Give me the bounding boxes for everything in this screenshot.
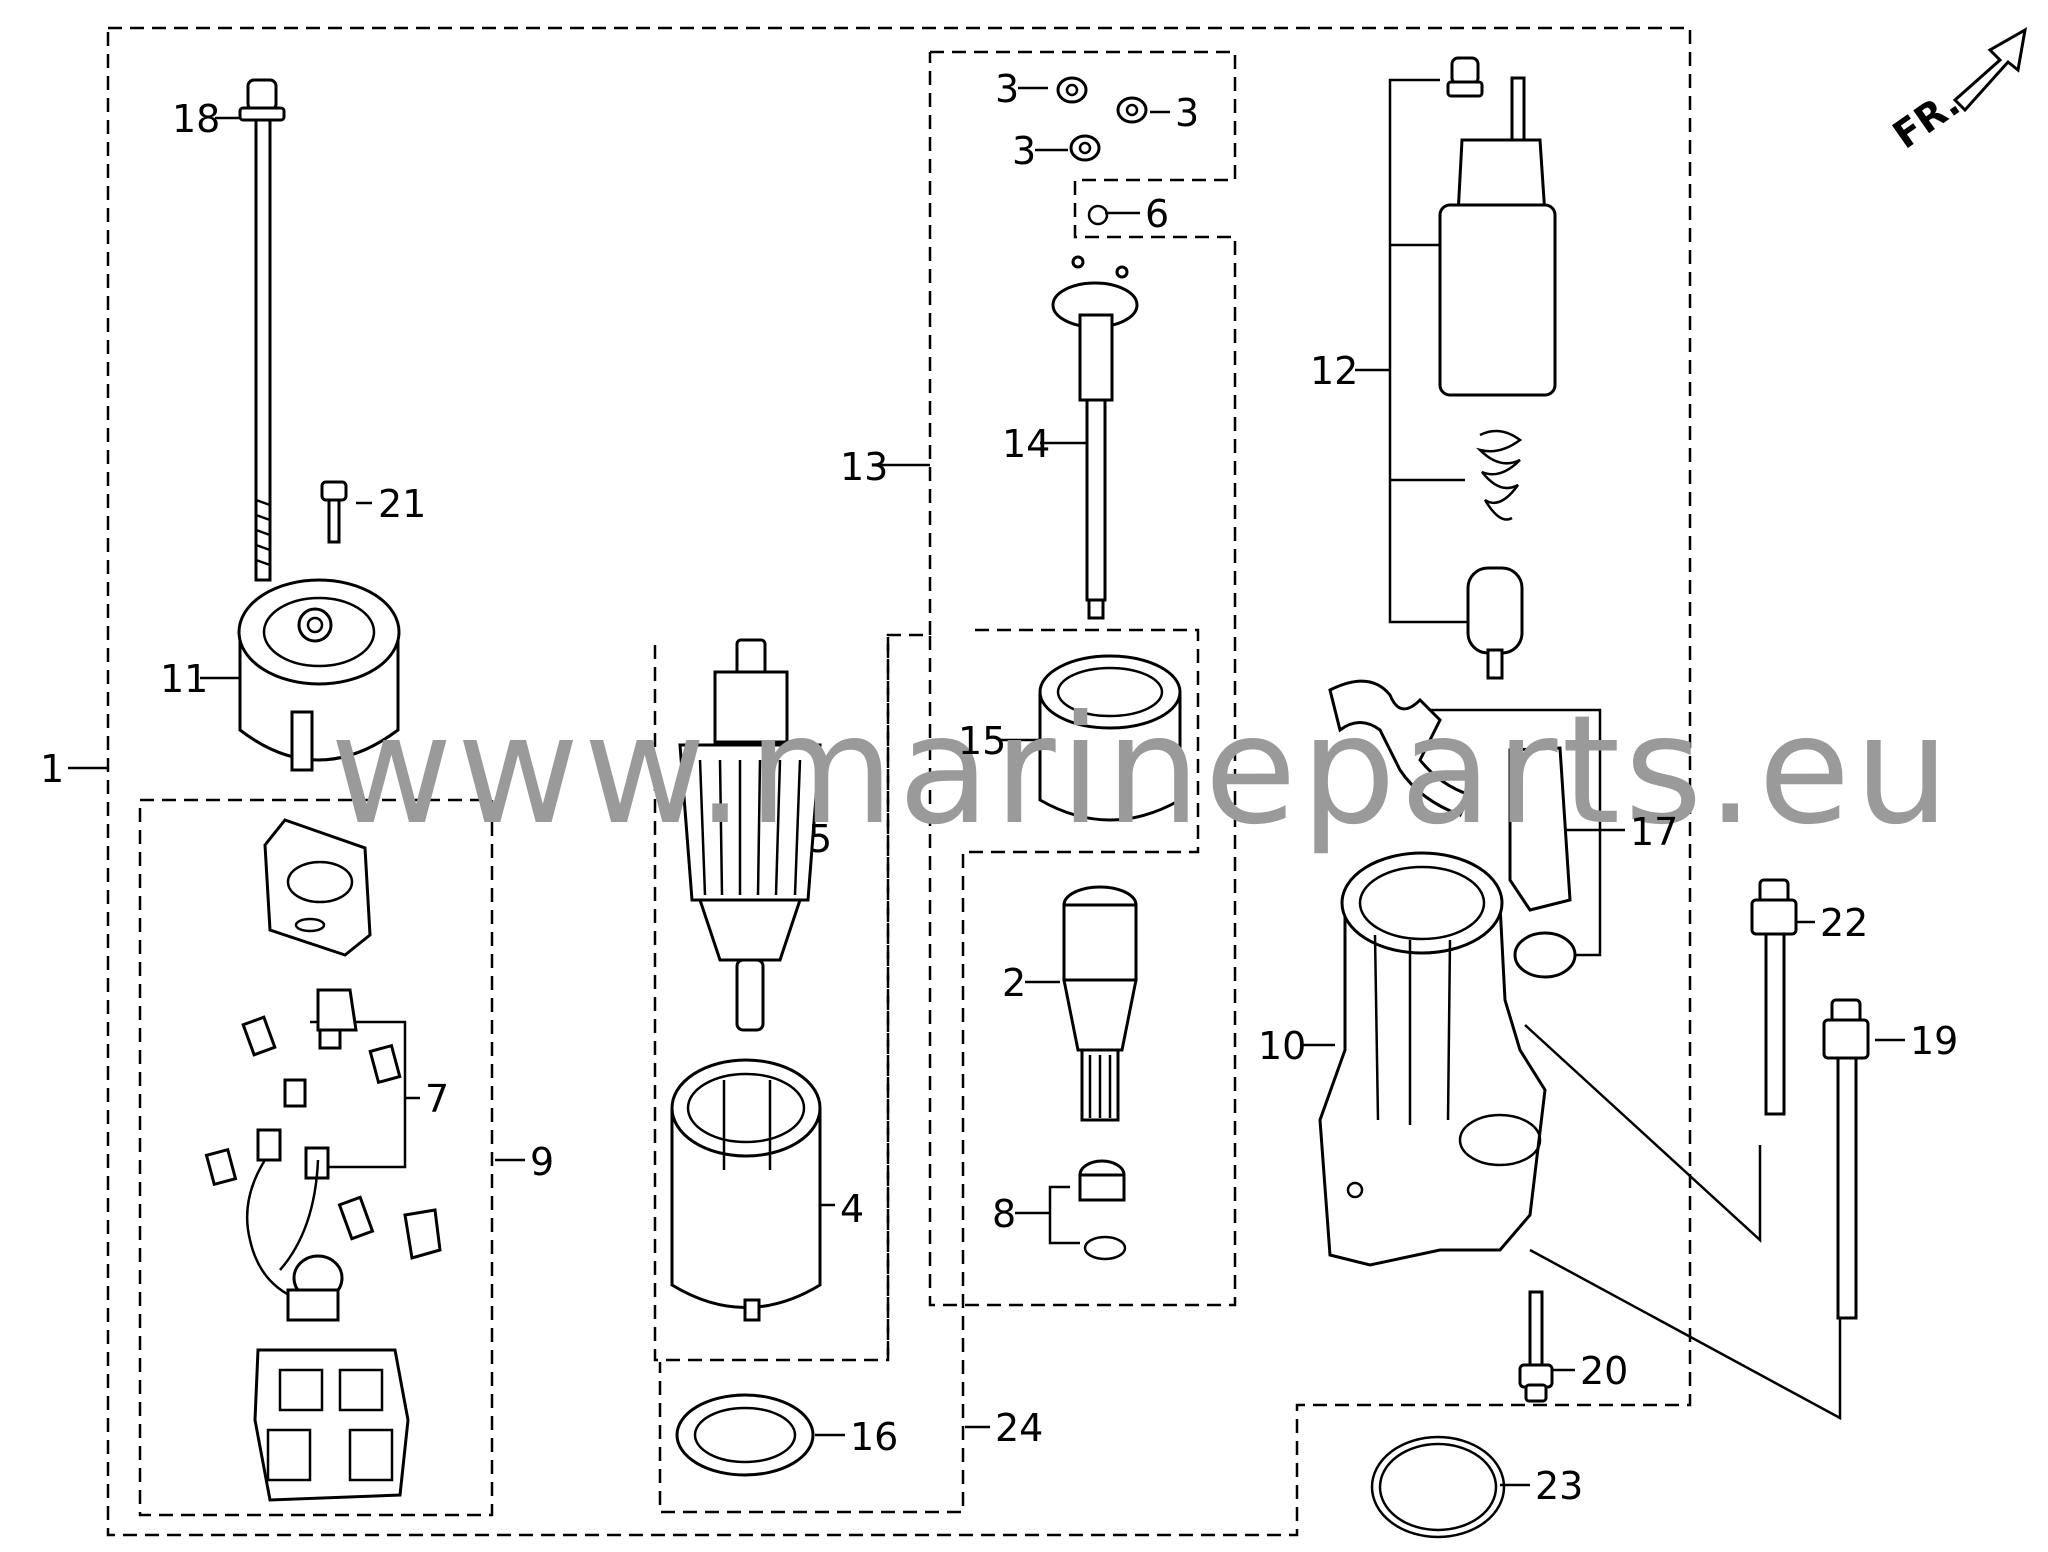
callout-22: 22 [1820, 901, 1868, 945]
callout-23: 23 [1535, 1464, 1583, 1508]
callout-24: 24 [995, 1406, 1043, 1450]
lever-set-17[interactable] [1328, 679, 1577, 979]
plate-16[interactable] [675, 1393, 815, 1477]
group-box-9 [138, 798, 494, 1517]
assembly-boundary [106, 26, 1692, 1537]
brush-holder-base[interactable] [253, 1348, 410, 1502]
callout-7: 7 [425, 1077, 449, 1121]
callout-5: 5 [808, 817, 832, 861]
callout-6: 6 [1145, 192, 1169, 236]
callout-16: 16 [850, 1415, 898, 1459]
front-bracket-10[interactable] [1318, 851, 1547, 1267]
callout-20: 20 [1580, 1349, 1628, 1393]
callout-18: 18 [172, 97, 220, 141]
nuts-3[interactable] [1056, 76, 1148, 162]
o-ring-23[interactable] [1370, 1435, 1506, 1539]
solenoid-12[interactable] [1438, 56, 1557, 680]
front-direction-arrow-icon [1952, 27, 2028, 113]
group-box-15 [658, 628, 1200, 1514]
callout-15: 15 [958, 719, 1006, 763]
front-direction-indicator: FR. [1885, 27, 2028, 157]
bolt-22[interactable] [1750, 878, 1798, 1116]
callout-19: 19 [1910, 1019, 1958, 1063]
callout-3a: 3 [995, 67, 1019, 111]
armature-5[interactable] [678, 638, 822, 1032]
callout-8: 8 [992, 1192, 1016, 1236]
internal-gear-15[interactable] [1038, 654, 1182, 822]
brush-set-7[interactable] [204, 988, 442, 1322]
callout-11: 11 [160, 657, 208, 701]
screw-21[interactable] [320, 480, 348, 544]
callout-2: 2 [1002, 961, 1026, 1005]
callout-3b: 3 [1175, 91, 1199, 135]
brush-plate[interactable] [263, 818, 372, 957]
bolt-20[interactable] [1518, 1290, 1554, 1403]
pinion-clutch-2[interactable] [1062, 885, 1138, 1122]
rear-cover-11[interactable] [237, 578, 401, 772]
callout-17: 17 [1630, 810, 1678, 854]
yoke-4[interactable] [670, 1058, 822, 1322]
bolt-19[interactable] [1822, 998, 1870, 1320]
callout-13: 13 [840, 445, 888, 489]
callout-labels: 1 18 21 11 9 7 5 4 16 13 14 3 3 3 6 15 2… [40, 67, 1958, 1508]
watermark: www.marineparts.eu [330, 684, 1954, 858]
callout-9: 9 [530, 1140, 554, 1184]
front-direction-label: FR. [1885, 81, 1968, 157]
group-box-13 [653, 50, 1237, 1362]
callout-3c: 3 [1012, 129, 1036, 173]
callout-12: 12 [1310, 349, 1358, 393]
o-ring-6[interactable] [1087, 204, 1109, 226]
callout-21: 21 [378, 482, 426, 526]
callout-4: 4 [840, 1187, 864, 1231]
callout-10: 10 [1258, 1024, 1306, 1068]
callout-14: 14 [1002, 422, 1050, 466]
shaft-14[interactable] [1051, 255, 1139, 620]
stop-ring-8[interactable] [1078, 1159, 1127, 1261]
through-bolt-18[interactable] [238, 78, 286, 582]
callout-1: 1 [40, 747, 64, 791]
